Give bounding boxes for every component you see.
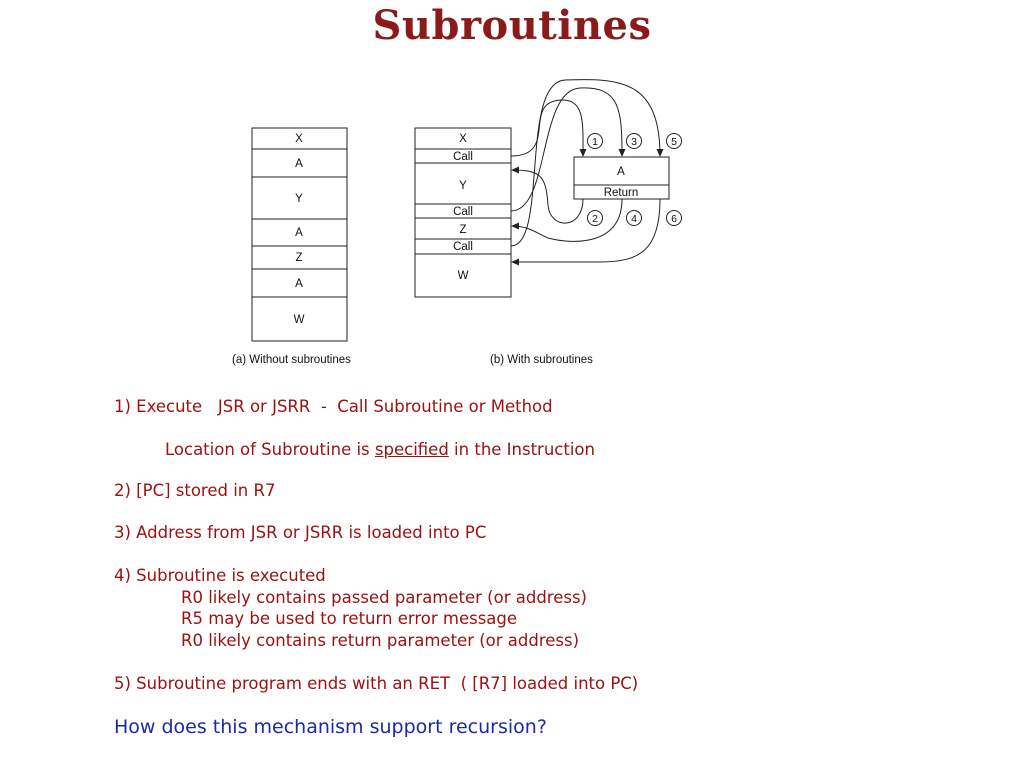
step-5: 5: [671, 136, 677, 148]
stack-a-label-a2: A: [295, 227, 303, 239]
page-title: Subroutines: [372, 2, 652, 49]
stack-b-label-call2: Call: [453, 206, 473, 218]
step-1-subtext-pre: Location of Subroutine is: [165, 440, 375, 459]
step-1-text: 1) Execute JSR or JSRR - Call Subroutine…: [114, 397, 553, 416]
step-1: 1: [592, 136, 598, 148]
stack-a-label-w: W: [294, 314, 305, 326]
stack-a-label-z: Z: [295, 252, 302, 264]
stack-a-label-y: Y: [295, 193, 303, 205]
stack-b-label-call3: Call: [453, 241, 473, 253]
flow-arrows: [510, 79, 664, 266]
step-4a-text: R0 likely contains passed parameter (or …: [181, 588, 587, 607]
step-2: 2: [592, 213, 598, 225]
stack-with-subroutines: [414, 127, 512, 298]
step-3: 3: [631, 136, 637, 148]
step-4b-text: R5 may be used to return error message: [181, 609, 518, 628]
stack-b-label-x: X: [459, 133, 467, 145]
step-6: 6: [671, 213, 677, 225]
stack-a-label-a3: A: [295, 278, 303, 290]
stack-a-label-a1: A: [295, 158, 303, 170]
step-circles: [587, 133, 682, 226]
step-1-subtext-underlined: specified: [374, 440, 449, 459]
stack-without-subroutines: [251, 127, 348, 342]
subroutine-diagram: X A Y A Z A W X Call Y Call Z Call W A R…: [232, 79, 682, 366]
caption-without-subroutines: (a) Without subroutines: [232, 354, 351, 366]
step-2-text: 2) [PC] stored in R7: [114, 481, 276, 500]
subroutine-name: A: [617, 166, 625, 178]
step-4-text: 4) Subroutine is executed: [114, 566, 326, 585]
recursion-question: How does this mechanism support recursio…: [114, 716, 547, 738]
step-4: 4: [631, 213, 637, 225]
stack-b-label-z: Z: [459, 224, 466, 236]
step-1-subtext: Location of Subroutine is specified in t…: [165, 440, 595, 459]
stack-a-label-x: X: [295, 133, 303, 145]
step-5-text: 5) Subroutine program ends with an RET (…: [114, 674, 639, 693]
step-4c-text: R0 likely contains return parameter (or …: [181, 631, 580, 650]
subroutine-return: Return: [604, 187, 639, 199]
stack-b-label-call1: Call: [453, 151, 473, 163]
stack-b-label-y: Y: [459, 180, 467, 192]
step-1-subtext-post: in the Instruction: [448, 440, 595, 459]
step-3-text: 3) Address from JSR or JSRR is loaded in…: [114, 523, 487, 542]
caption-with-subroutines: (b) With subroutines: [490, 354, 593, 366]
stack-b-label-w: W: [458, 270, 469, 282]
